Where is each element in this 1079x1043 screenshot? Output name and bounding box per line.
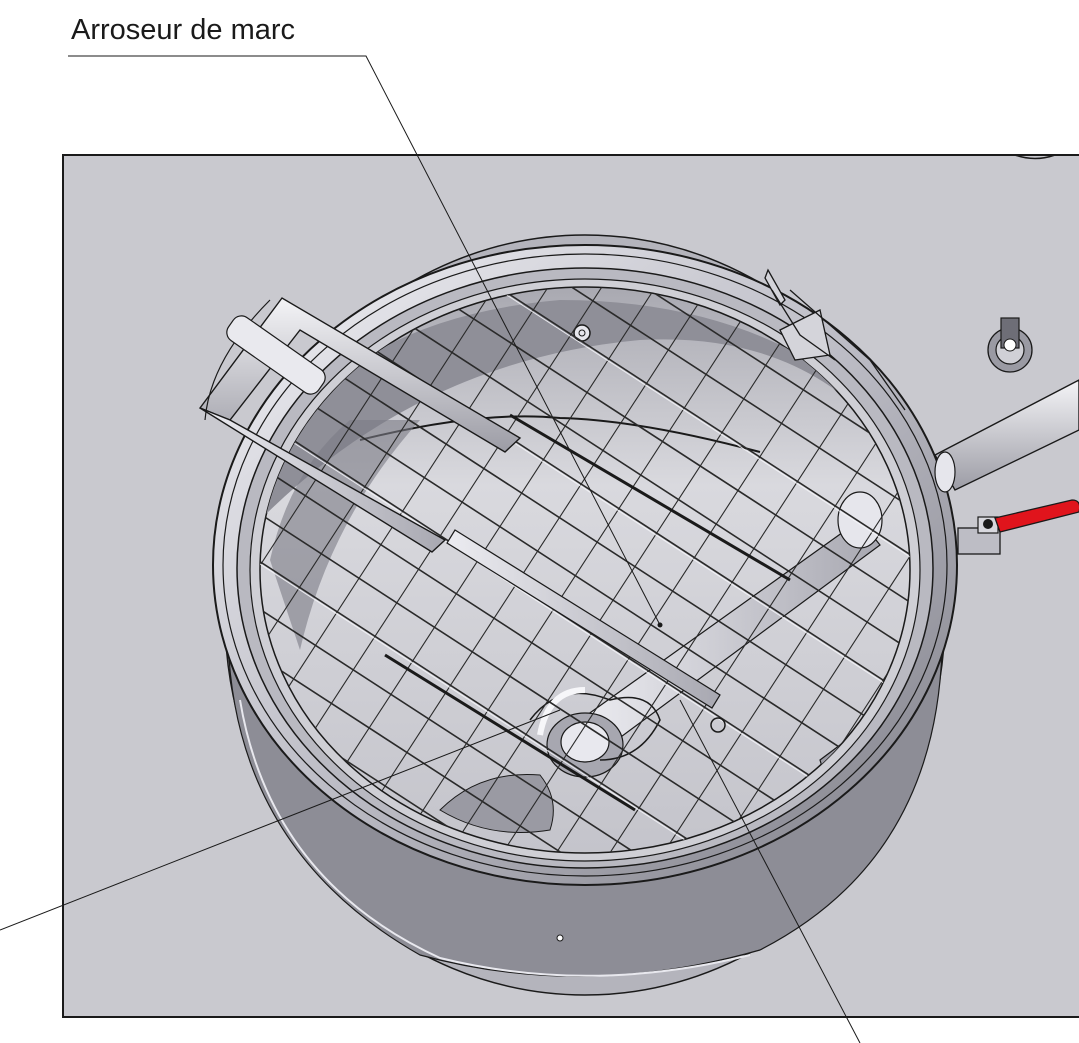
valve	[957, 499, 1079, 555]
outlet-pipe	[934, 379, 1079, 493]
bolt-icon	[987, 317, 1033, 373]
callout-spray-arm-label: Arroseur de marc	[71, 14, 296, 46]
plate-corner-arc	[1014, 154, 1056, 160]
valve-handle-icon	[994, 499, 1079, 533]
latch	[764, 268, 906, 411]
basket-handle	[198, 297, 522, 553]
leader-lines	[0, 55, 861, 1043]
